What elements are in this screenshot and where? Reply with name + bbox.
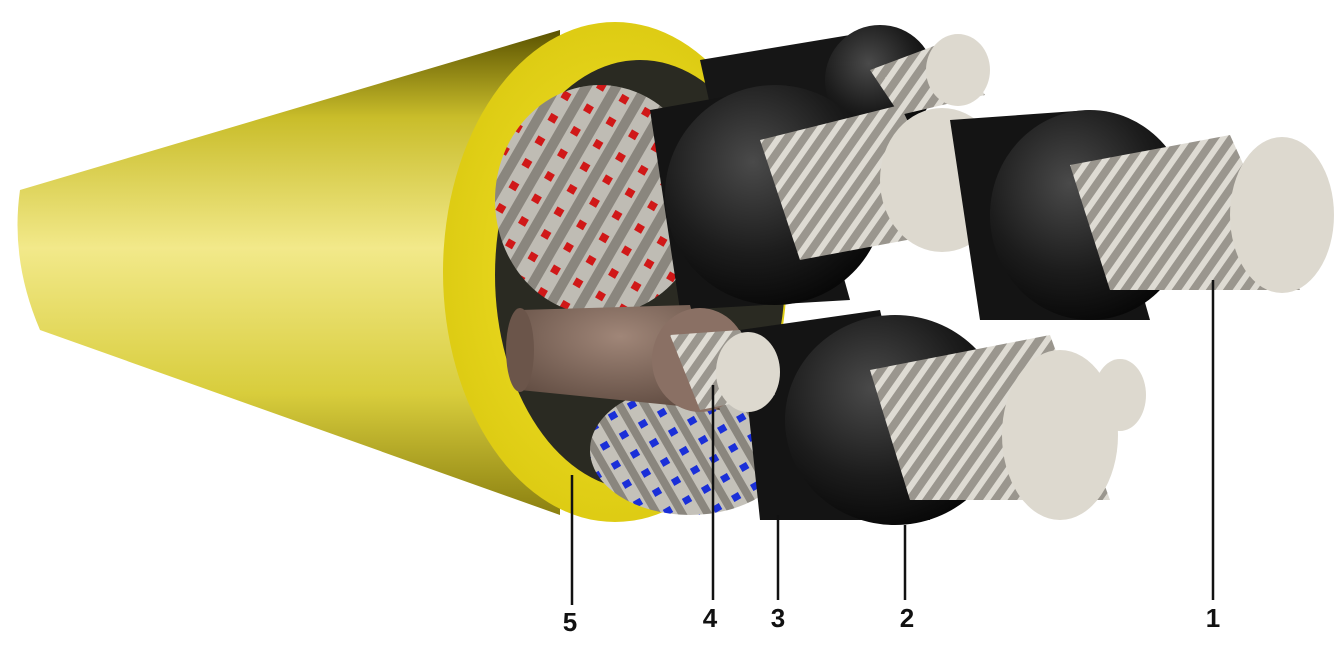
power-core-back bbox=[700, 25, 990, 150]
callout-4: 4 bbox=[703, 603, 718, 633]
power-core-right bbox=[950, 110, 1334, 320]
callout-3: 3 bbox=[771, 603, 785, 633]
callout-5: 5 bbox=[563, 607, 577, 637]
power-core-lower bbox=[740, 310, 1146, 525]
callout-1: 1 bbox=[1206, 603, 1220, 633]
screen-braid-blue bbox=[590, 385, 790, 515]
outer-sheath-body bbox=[17, 30, 560, 515]
callout-2: 2 bbox=[900, 603, 914, 633]
power-core-upper bbox=[650, 85, 1004, 310]
pilot-core bbox=[506, 305, 780, 412]
screen-braid-red bbox=[495, 85, 705, 315]
